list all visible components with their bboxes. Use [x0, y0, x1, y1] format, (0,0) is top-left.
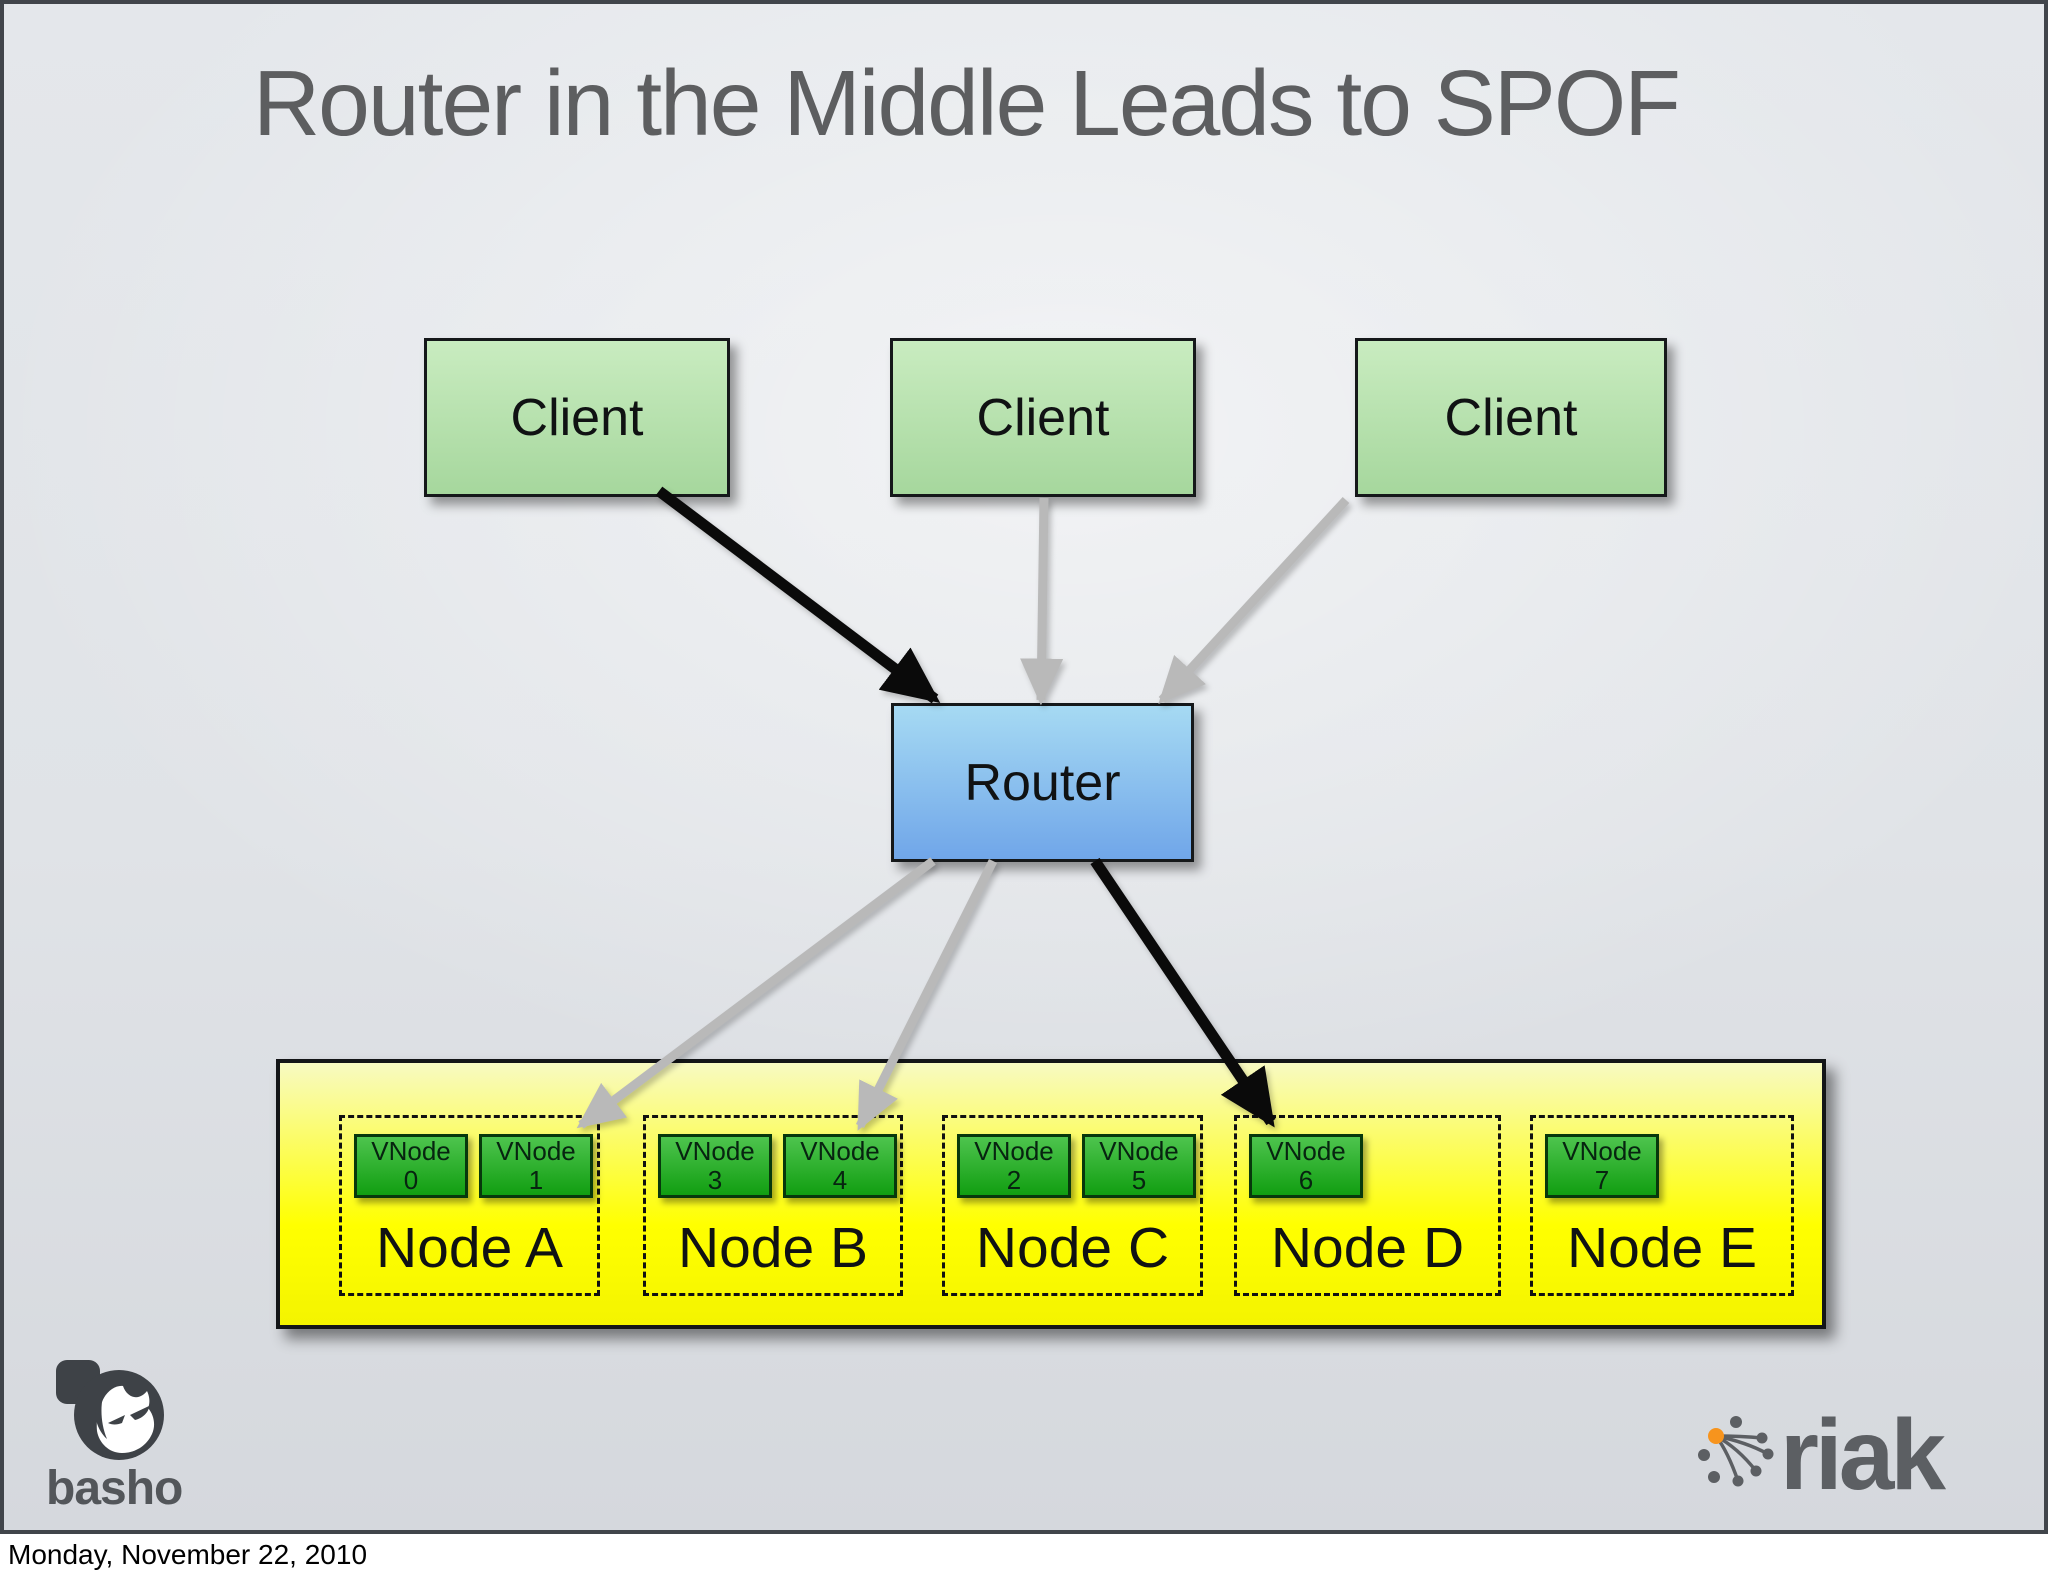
vnode-2-chip: VNode 2 [957, 1134, 1071, 1198]
slide-canvas: Router in the Middle Leads to SPOF Clien… [0, 0, 2048, 1534]
node-c-label: Node C [975, 1216, 1170, 1280]
node-d-label: Node D [1270, 1216, 1465, 1280]
arrow-black [655, 486, 941, 704]
vnode-4-chip: VNode 4 [783, 1134, 897, 1198]
vnode-word: VNode [1562, 1136, 1642, 1167]
slide-title: Router in the Middle Leads to SPOF [253, 51, 1681, 155]
vnode-word: VNode [1099, 1136, 1179, 1167]
riak-wordmark: riak [1780, 1399, 1946, 1511]
vnode-3-chip: VNode 3 [658, 1134, 772, 1198]
vnode-number: 0 [403, 1165, 419, 1195]
basho-mark-icon [56, 1360, 164, 1460]
riak-logo: riak [1698, 1399, 1950, 1511]
client-3-label: Client [1444, 388, 1578, 447]
node-b-label: Node B [677, 1216, 869, 1280]
node-b-box: VNode 3 VNode 4 Node B [643, 1115, 903, 1296]
vnode-7-chip: VNode 7 [1545, 1134, 1659, 1198]
vnode-0-chip: VNode 0 [354, 1134, 468, 1198]
client-1-label: Client [510, 388, 644, 447]
node-e-box: VNode 7 Node E [1530, 1115, 1794, 1296]
riak-orange-dot [1708, 1428, 1724, 1444]
router-box: Router [891, 703, 1194, 862]
vnode-number: 2 [1006, 1165, 1022, 1195]
router-label: Router [964, 753, 1121, 812]
basho-logo: basho [46, 1360, 183, 1515]
vnode-number: 4 [832, 1165, 848, 1195]
client-box-3: Client [1355, 338, 1667, 497]
vnode-word: VNode [1266, 1136, 1346, 1167]
node-c-box: VNode 2 VNode 5 Node C [942, 1115, 1203, 1296]
client-2-label: Client [976, 388, 1110, 447]
footer-date-bar: Monday, November 22, 2010 [0, 1534, 2048, 1576]
vnode-5-chip: VNode 5 [1082, 1134, 1196, 1198]
vnode-word: VNode [800, 1136, 880, 1167]
vnode-6-chip: VNode 6 [1249, 1134, 1363, 1198]
arrow-gray [1158, 496, 1350, 704]
vnode-number: 1 [528, 1165, 544, 1195]
vnode-word: VNode [496, 1136, 576, 1167]
client-box-2: Client [890, 338, 1196, 497]
client-box-1: Client [424, 338, 730, 497]
arrow-gray [1020, 497, 1064, 706]
riak-spark-icon [1698, 1416, 1774, 1487]
vnode-word: VNode [371, 1136, 451, 1167]
node-a-label: Node A [376, 1216, 563, 1280]
cluster-band: VNode 0 VNode 1 Node A VNode 3 VNode 4 [276, 1059, 1826, 1329]
vnode-1-chip: VNode 1 [479, 1134, 593, 1198]
node-a-box: VNode 0 VNode 1 Node A [339, 1115, 600, 1296]
vnode-number: 6 [1298, 1165, 1314, 1195]
vnode-number: 7 [1594, 1165, 1610, 1195]
node-d-box: VNode 6 Node D [1234, 1115, 1501, 1296]
basho-wordmark: basho [46, 1462, 182, 1515]
vnode-number: 3 [707, 1165, 723, 1195]
vnode-word: VNode [675, 1136, 755, 1167]
node-e-label: Node E [1566, 1216, 1758, 1280]
footer-date: Monday, November 22, 2010 [8, 1539, 368, 1570]
vnode-number: 5 [1131, 1165, 1147, 1195]
vnode-word: VNode [974, 1136, 1054, 1167]
